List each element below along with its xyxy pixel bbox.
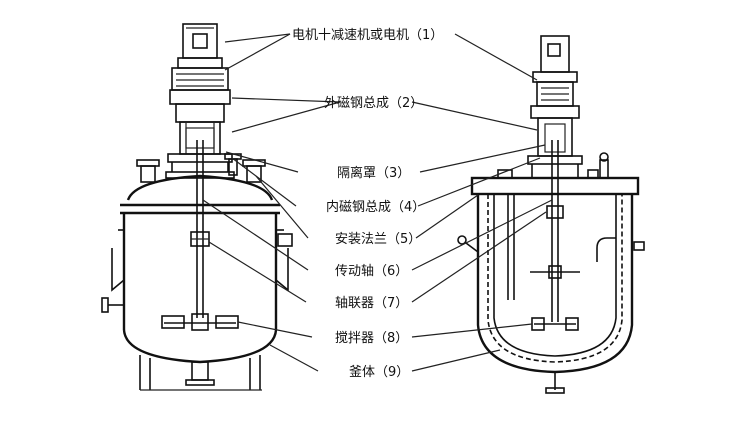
right-top-flange (470, 152, 640, 300)
right-agitator (531, 317, 579, 331)
label-outer-magnet: 外磁钢总成（2） (324, 96, 423, 111)
label-inner-magnet: 内磁钢总成（4） (326, 199, 425, 215)
left-vessel (101, 174, 293, 391)
right-magnetic-coupling (527, 105, 583, 178)
label-coupling: 轴联器（7） (335, 296, 408, 311)
left-reactor (101, 23, 293, 391)
label-isolation-cover: 隔离罩（3） (337, 165, 410, 181)
left-agitator (161, 313, 239, 331)
left-shaft (190, 140, 210, 318)
right-shaft (530, 140, 580, 322)
label-agitator: 搅拌器（8） (335, 330, 408, 346)
left-magnetic-coupling (165, 89, 235, 179)
label-vessel-body: 釜体（9） (349, 365, 409, 380)
right-reactor (457, 35, 645, 394)
left-motor (171, 23, 229, 91)
labels: 电机十减速机或电机（1） 外磁钢总成（2） 隔离罩（3） 内磁钢总成（4） 安装… (292, 28, 443, 380)
label-motor: 电机十减速机或电机（1） (292, 28, 443, 43)
right-motor (532, 35, 578, 107)
label-drive-shaft: 传动轴（6） (335, 264, 408, 279)
right-vessel (457, 194, 645, 394)
leader-lines (202, 33, 553, 372)
label-mounting-flange: 安装法兰（5） (335, 232, 421, 247)
